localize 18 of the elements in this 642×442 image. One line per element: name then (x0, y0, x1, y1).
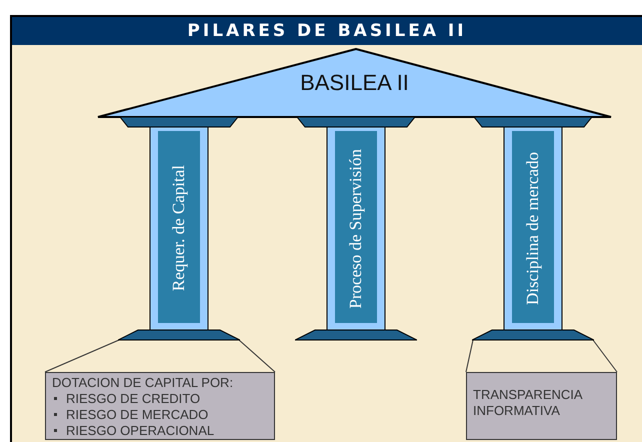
list-item: RIESGO DE MERCADO (52, 407, 268, 423)
pillar-label: Disciplina de mercado (523, 152, 543, 305)
pillar-column (472, 117, 594, 341)
roof-label: BASILEA II (299, 70, 410, 96)
pillar-label: Requer. de Capital (169, 165, 189, 292)
pillar-label: Proceso de Supervisión (346, 148, 366, 308)
list-item: RIESGO OPERACIONAL (52, 423, 268, 439)
pillar-column (295, 117, 417, 341)
callout-line (466, 340, 618, 372)
text-box (45, 372, 275, 440)
callout-line (44, 340, 276, 372)
title-bar: PILARES DE BASILEA II (12, 17, 642, 45)
box-heading: TRANSPARENCIA INFORMATIVA (473, 387, 584, 419)
pediment-roof (97, 48, 612, 118)
text-box (466, 372, 617, 440)
box-heading: DOTACION DE CAPITAL POR: (52, 375, 234, 391)
pillar-column (118, 117, 240, 341)
list-item: RIESGO DE CREDITO (52, 391, 268, 407)
